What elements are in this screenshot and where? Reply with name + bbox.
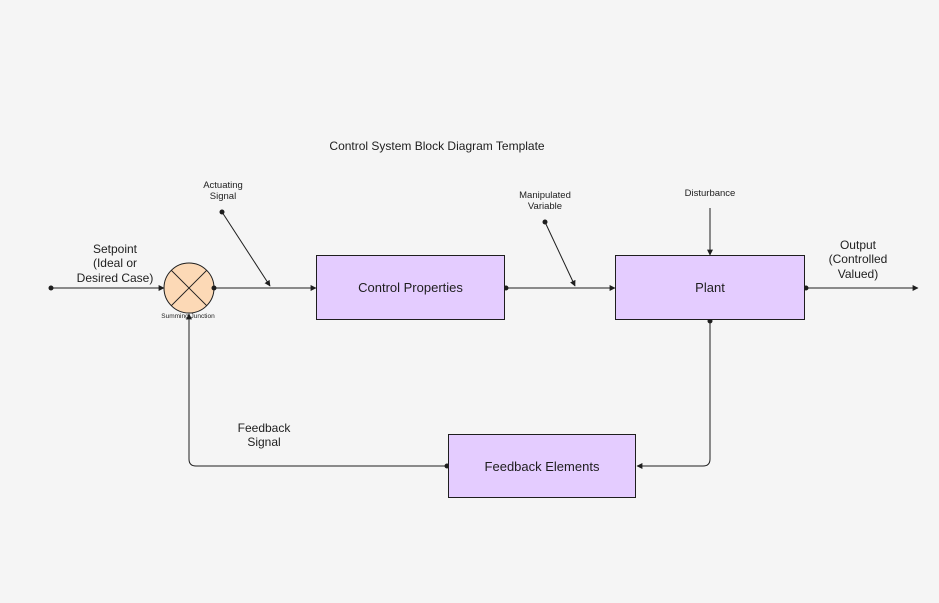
plant-to-feedback-line <box>636 321 711 469</box>
feedback-signal-label: Feedback Signal <box>237 421 291 450</box>
feedback-elements-block[interactable]: Feedback Elements <box>448 434 636 498</box>
actuating-signal-pointer <box>221 211 271 287</box>
summing-junction-label: Summing Junction <box>161 313 215 320</box>
actuating-pointer-dot <box>219 209 225 215</box>
summing-junction[interactable] <box>163 262 215 314</box>
manipulated-variable-pointer <box>544 221 576 287</box>
plant-label: Plant <box>695 280 725 295</box>
manipulated-variable-label: Manipulated Variable <box>519 190 571 213</box>
output-label: Output (Controlled Valued) <box>828 238 888 281</box>
feedback-elements-label: Feedback Elements <box>484 458 600 474</box>
feedback-signal-line <box>186 313 447 467</box>
control-properties-block[interactable]: Control Properties <box>316 255 505 320</box>
manipulated-pointer-dot <box>542 219 548 225</box>
disturbance-label: Disturbance <box>684 188 736 199</box>
setpoint-start-dot <box>48 285 54 291</box>
plant-block[interactable]: Plant <box>615 255 805 320</box>
actuating-signal-label: Actuating Signal <box>203 180 243 203</box>
junction-output-dot <box>211 285 217 291</box>
diagram-title: Control System Block Diagram Template <box>329 139 545 153</box>
setpoint-label: Setpoint (Ideal or Desired Case) <box>76 242 154 285</box>
control-properties-label: Control Properties <box>358 280 463 295</box>
